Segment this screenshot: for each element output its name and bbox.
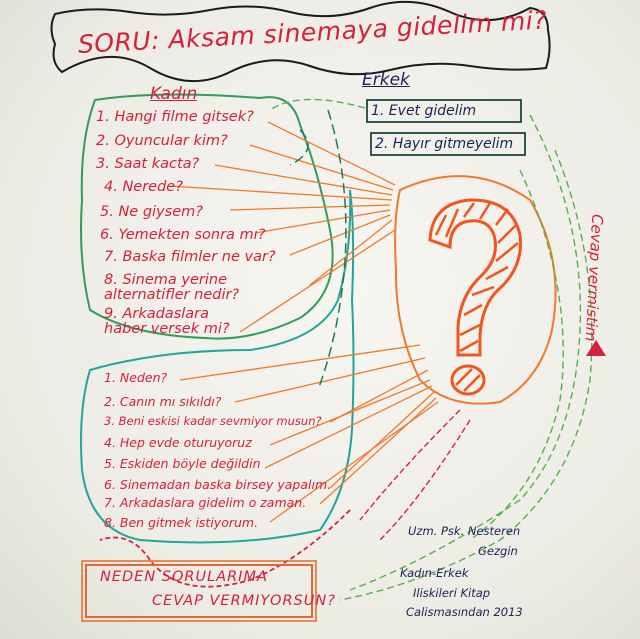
women-question-8: 8. Sinema yerine alternatifler nedir?: [104, 272, 240, 304]
women-question-6: 6. Yemekten sonra mı?: [100, 227, 266, 243]
dark-green-arrows: [289, 109, 347, 391]
women-second-outline: [80, 189, 355, 544]
credit-line-3: Kadın-Erkek: [400, 566, 469, 580]
conclusion-line-2: CEVAP VERMIYORSUN?: [152, 593, 336, 609]
warning-icon: [586, 340, 606, 356]
question-mark-icon: [428, 198, 523, 396]
women-followup-6: 6. Sinemadan baska birsey yapalım.: [104, 477, 332, 492]
red-swoop: [99, 509, 351, 588]
orange-arrows: [169, 121, 439, 523]
men-option-no: 2. Hayır gitmeyelim: [375, 136, 514, 152]
red-arrows: [359, 409, 471, 541]
women-followup-3: 3. Beni eskisi kadar sevmiyor musun?: [104, 414, 322, 428]
women-question-1: 1. Hangi filme gitsek?: [96, 109, 254, 125]
women-followup-8: 8. Ben gitmek istiyorum.: [104, 515, 259, 530]
credit-line-2: Gezgin: [478, 544, 518, 558]
women-question-3: 3. Saat kacta?: [96, 156, 200, 172]
men-label: Erkek: [362, 70, 410, 90]
credit-line-4: Iliskileri Kitap: [413, 586, 491, 600]
conclusion-line-1: NEDEN SORULARIMA: [100, 569, 268, 585]
women-first-outline: [80, 93, 334, 340]
women-followup-2: 2. Canın mı sıkıldı?: [104, 394, 222, 409]
women-followup-4: 4. Hep evde oturuyoruz: [104, 435, 252, 450]
option-yes-frame: [366, 99, 522, 123]
men-option-yes: 1. Evet gidelim: [371, 103, 477, 119]
women-question-5: 5. Ne giysem?: [100, 204, 203, 220]
women-followup-7: 7. Arkadaslara gidelim o zaman.: [104, 495, 307, 510]
women-question-2: 2. Oyuncular kim?: [96, 133, 228, 149]
women-question-4: 4. Nerede?: [104, 179, 183, 195]
women-followup-1: 1. Neden?: [104, 370, 168, 385]
credit-line-5: Calismasından 2013: [406, 605, 523, 619]
women-label: Kadın: [150, 84, 198, 104]
green-arrows: [269, 98, 593, 601]
title-frame: [50, 0, 551, 82]
conclusion-frame: [85, 564, 313, 618]
women-question-7: 7. Baska filmler ne var?: [104, 249, 276, 265]
question-loop: [394, 175, 557, 405]
option-no-frame: [370, 132, 526, 156]
women-followup-5: 5. Eskiden böyle değildin: [104, 456, 261, 471]
women-question-9: 9. Arkadaslara haber versek mi?: [104, 306, 230, 338]
credit-line-1: Uzm. Psk. Nesteren: [408, 524, 521, 538]
